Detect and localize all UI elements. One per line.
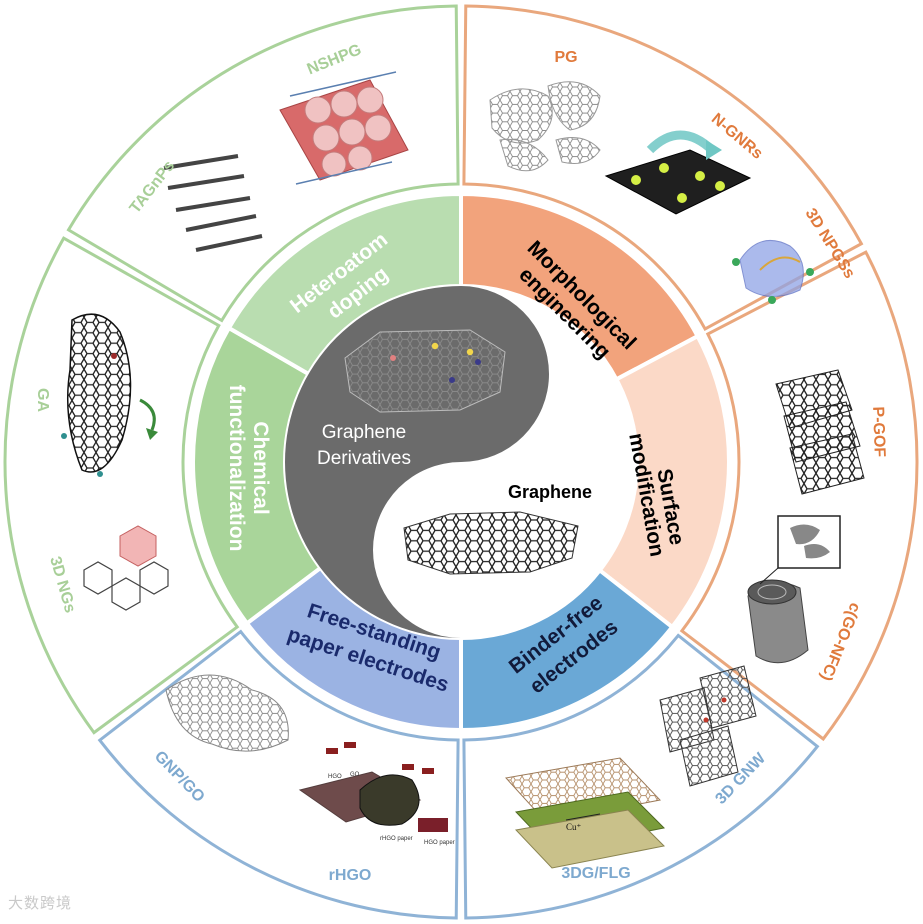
frame-binder-free — [462, 633, 820, 920]
middle-ring — [191, 191, 731, 733]
chemical-label-line1: Chemical — [249, 421, 272, 514]
graphene-label: Graphene — [508, 482, 592, 502]
small-hgo-label: HGO — [328, 774, 342, 780]
nshpg-illustration — [279, 71, 409, 185]
frame-free-standing — [97, 629, 460, 920]
hgo-paper-label: HGO paper — [424, 840, 455, 846]
frame-morphological — [462, 4, 864, 331]
tagnps-illustration — [163, 154, 263, 252]
small-go-label: GO — [350, 772, 360, 778]
center-yin-yang: Graphene Derivatives Graphene — [285, 286, 637, 638]
ga-illustration — [61, 313, 158, 477]
p-gof-illustration — [775, 369, 865, 495]
derivatives-label-line1: Graphene — [322, 422, 407, 443]
doped-graphene-sheet-illustration — [344, 329, 506, 413]
npgss-illustration — [732, 239, 814, 304]
frame-surface — [679, 250, 919, 742]
dgflg-illustration: Cu⁺ — [505, 757, 666, 869]
derivatives-label-line2: Derivatives — [317, 448, 411, 469]
rhgo-paper-label: rHGO paper — [380, 836, 413, 842]
chemical-label-line2: functionalization — [225, 385, 248, 552]
rhgo-illustration: HGO GO rHGO paper HGO paper — [298, 742, 455, 846]
n-gnrs-illustration — [604, 130, 752, 215]
p-gof-label: P-GOF — [869, 406, 888, 457]
gnpgo-illustration — [165, 674, 289, 752]
ga-label: GA — [34, 388, 51, 412]
outer-frames — [3, 4, 919, 920]
frame-heteroatom — [66, 4, 460, 323]
pg-label: PG — [554, 49, 577, 66]
gonfc-illustration — [747, 515, 841, 664]
gnw-illustration — [659, 665, 757, 787]
rhgo-label: rHGO — [329, 867, 372, 884]
ngs-illustration — [83, 525, 169, 611]
pg-illustration — [489, 81, 601, 172]
dgflg-label: 3DG/FLG — [561, 865, 630, 882]
watermark: 大数跨境 — [8, 894, 73, 912]
graphene-sheet-illustration — [403, 511, 579, 575]
frame-chemical — [3, 236, 240, 735]
cu-plus-label: Cu⁺ — [566, 822, 582, 832]
